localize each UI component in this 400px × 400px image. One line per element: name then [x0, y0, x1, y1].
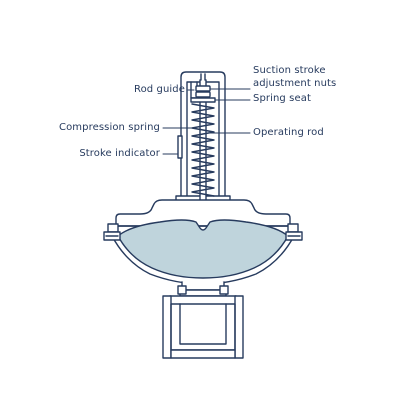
lower-neck	[177, 281, 229, 297]
valve-body	[162, 295, 244, 359]
label-suction-stroke-line2: adjustment nuts	[253, 78, 337, 89]
label-compression-spring: Compression spring	[59, 122, 160, 133]
leader-lines	[162, 88, 251, 155]
spring-seat	[190, 97, 216, 103]
adjustment-nuts	[195, 85, 211, 98]
label-suction-stroke-line1: Suction stroke	[253, 65, 326, 76]
label-operating-rod: Operating rod	[253, 127, 324, 138]
compression-spring	[191, 103, 215, 197]
diaphragm	[103, 219, 303, 285]
label-spring-seat: Spring seat	[253, 93, 311, 104]
label-rod-guide: Rod guide	[133, 84, 185, 95]
label-stroke-indicator: Stroke indicator	[79, 148, 160, 159]
stroke-indicator	[177, 135, 183, 159]
